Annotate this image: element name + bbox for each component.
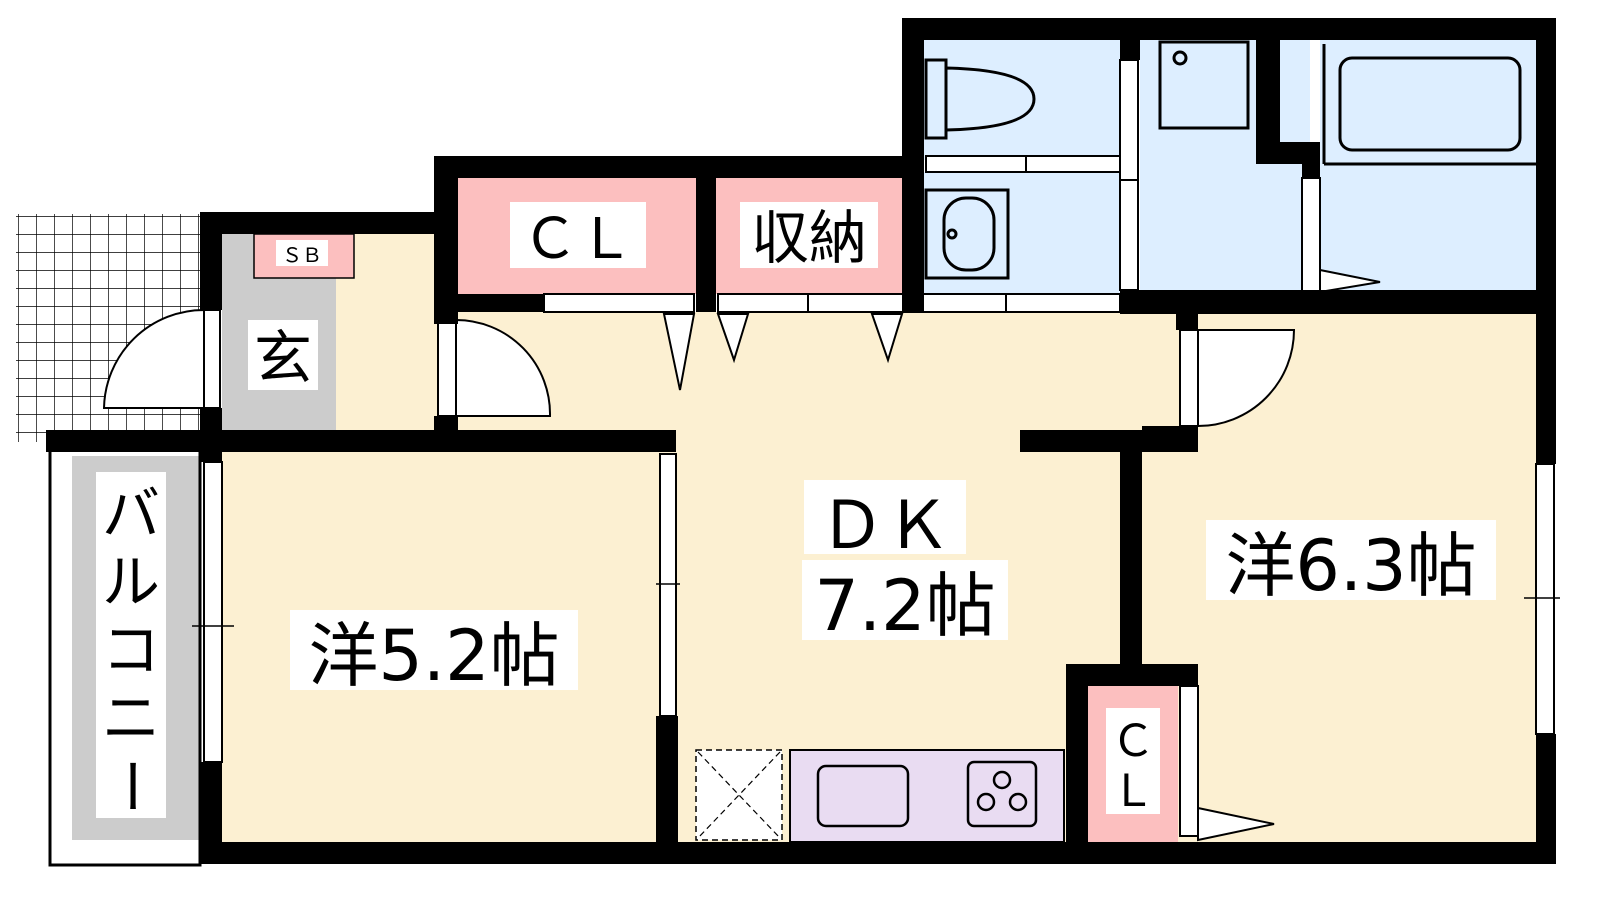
closet-small-label-l: Ｌ <box>1111 766 1155 817</box>
washing-machine-icon <box>1158 40 1250 130</box>
window-ticks <box>192 583 1560 627</box>
burner-icon <box>976 792 996 812</box>
dk-size-label: 7.2帖 <box>814 565 995 647</box>
door-swings <box>102 308 1296 428</box>
western-right-label: 洋6.3帖 <box>1225 525 1476 607</box>
balcony-label-3: コ <box>102 616 160 684</box>
shoe-box-label: ＳＢ <box>282 243 322 267</box>
burner-icon <box>1008 792 1028 812</box>
walls <box>46 18 1556 864</box>
storage-label: 収納 <box>751 204 867 272</box>
wash-basin-icon <box>924 188 1010 280</box>
sink-icon <box>816 764 910 828</box>
balcony-label-4: ニ <box>102 684 160 752</box>
washroom-floor <box>1140 40 1310 294</box>
door-markers <box>662 268 1381 842</box>
balcony-label-5: ー <box>97 757 165 815</box>
closet-small-label-c: Ｃ <box>1111 716 1155 767</box>
stove-icon <box>966 760 1038 828</box>
balcony-label-1: バ <box>102 480 160 548</box>
entrance-label: 玄 <box>254 324 312 392</box>
bath-floor <box>1320 40 1536 294</box>
closet-main-label: ＣＬ <box>522 207 634 272</box>
burner-icon <box>992 770 1012 790</box>
sliding-door-tracks <box>203 59 1555 837</box>
toilet-icon <box>924 58 1036 140</box>
bathtub-icon <box>1338 56 1522 152</box>
western-left-label: 洋5.2帖 <box>308 615 559 697</box>
balcony-label-2: ル <box>102 548 160 616</box>
dk-name-label: ＤＫ <box>819 487 951 564</box>
